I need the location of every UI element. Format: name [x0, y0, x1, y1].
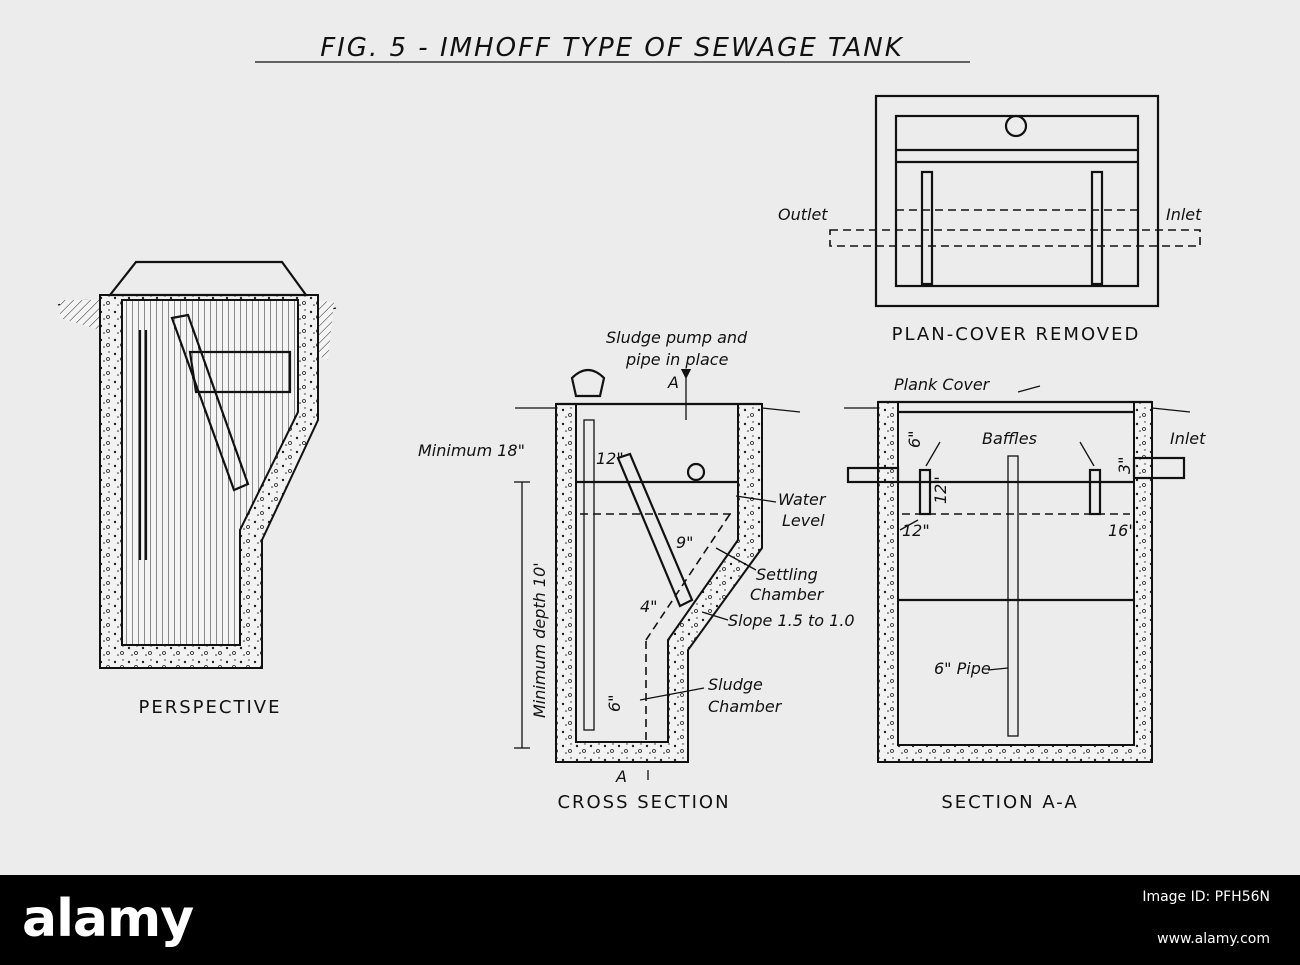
- settling-label-1: Settling: [756, 565, 818, 584]
- inlet-label-plan: Inlet: [1166, 205, 1202, 224]
- perspective-view: PERSPECTIVE: [57, 260, 337, 718]
- stock-footer-bar: alamy Image ID: PFH56N www.alamy.com: [0, 875, 1300, 965]
- minimum-depth-label: Minimum depth 10': [530, 562, 549, 718]
- plan-caption: PLAN-COVER REMOVED: [892, 324, 1141, 345]
- dim-12-label-aa: 12": [902, 521, 930, 540]
- cross-section-caption: CROSS SECTION: [557, 792, 730, 813]
- settling-label-2: Chamber: [750, 585, 825, 604]
- drawing-sheet: FIG. 5 - IMHOFF TYPE OF SEWAGE TANK PERS…: [57, 33, 1207, 813]
- water-label: Water: [778, 490, 827, 509]
- dim-9-label: 9": [676, 533, 694, 552]
- sludge-label-2: Chamber: [708, 697, 783, 716]
- slope-label: Slope 1.5 to 1.0: [728, 611, 855, 630]
- inlet-label-section: Inlet: [1170, 429, 1206, 448]
- dim-6-aa-label: 6": [905, 430, 924, 448]
- sludge-pump-label-1: Sludge pump and: [606, 328, 748, 347]
- cross-section-view: Sludge pump and pipe in place A A Minimu…: [418, 328, 855, 813]
- dim-6-label: 6": [605, 694, 624, 712]
- minimum-18-label: Minimum 18": [418, 441, 525, 460]
- perspective-caption: PERSPECTIVE: [139, 697, 282, 718]
- sludge-label-1: Sludge: [708, 675, 763, 694]
- imhoff-tank-drawing: FIG. 5 - IMHOFF TYPE OF SEWAGE TANK PERS…: [57, 33, 1206, 813]
- dim-16-label: 16": [1108, 521, 1136, 540]
- dim-4-label: 4": [640, 597, 658, 616]
- dim-12-vert-label: 12": [931, 476, 950, 504]
- baffles-label: Baffles: [982, 429, 1037, 448]
- level-label: Level: [782, 511, 825, 530]
- plan-view: Outlet Inlet PLAN-COVER REMOVED: [778, 94, 1202, 345]
- alamy-logo[interactable]: alamy: [22, 889, 194, 949]
- section-a-top: A: [667, 373, 679, 392]
- dim-12-label: 12": [596, 449, 624, 468]
- sludge-pump-label-2: pipe in place: [625, 350, 729, 369]
- section-aa-caption: SECTION A-A: [941, 792, 1078, 813]
- footer-url-link[interactable]: www.alamy.com: [1157, 931, 1270, 947]
- plank-cover-label: Plank Cover: [894, 375, 991, 394]
- image-id-text: Image ID: PFH56N: [1142, 889, 1270, 905]
- section-aa-view: Plank Cover Baffles Inlet 6" 12" 3" 12" …: [844, 375, 1206, 813]
- section-a-bottom: A: [615, 767, 627, 786]
- six-inch-pipe-label: 6" Pipe: [934, 659, 991, 678]
- dim-3-label: 3": [1115, 456, 1134, 474]
- figure-title: FIG. 5 - IMHOFF TYPE OF SEWAGE TANK: [320, 33, 904, 63]
- outlet-label: Outlet: [778, 205, 828, 224]
